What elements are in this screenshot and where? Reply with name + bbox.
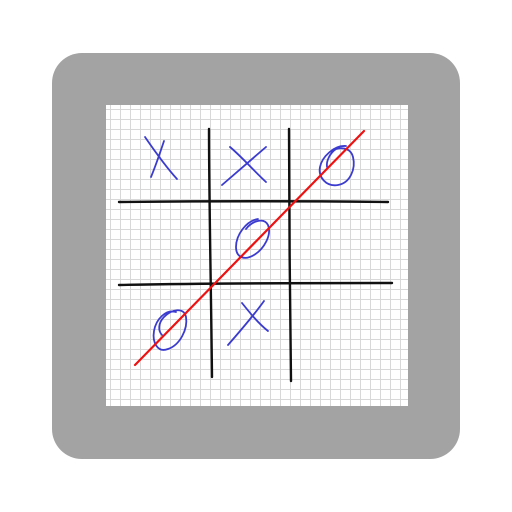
cell-r1-c1 bbox=[144, 136, 178, 180]
cell-r1-c2 bbox=[221, 146, 267, 186]
o-mark-icon bbox=[235, 218, 270, 259]
cell-r3-c2 bbox=[227, 300, 269, 346]
winning-strike-line bbox=[133, 129, 366, 367]
x-mark-icon bbox=[221, 146, 267, 186]
x-mark-icon bbox=[227, 300, 269, 346]
cell-r3-c1 bbox=[152, 309, 188, 351]
grid-line-horizontal-bottom bbox=[117, 281, 394, 287]
o-mark-icon bbox=[318, 145, 355, 187]
grid-line-horizontal-top bbox=[117, 200, 390, 204]
graph-paper-board bbox=[106, 105, 408, 406]
cell-r2-c2 bbox=[235, 218, 270, 259]
o-mark-icon bbox=[152, 309, 188, 351]
grid-line-vertical-right bbox=[287, 127, 293, 383]
x-mark-icon bbox=[144, 136, 178, 180]
grid-line-vertical-left bbox=[207, 127, 214, 379]
tic-tac-toe-drawing bbox=[117, 127, 394, 383]
cell-r1-c3 bbox=[318, 145, 355, 187]
